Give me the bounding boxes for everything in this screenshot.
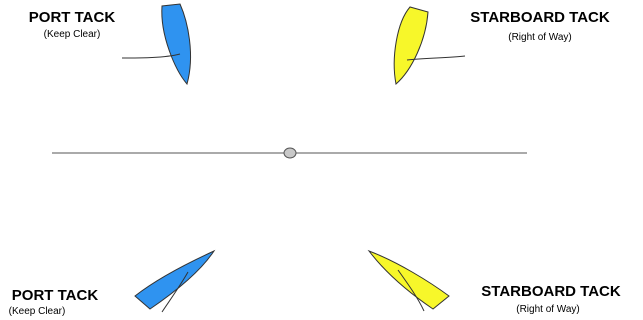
label-top-left-title: PORT TACK [29,9,116,26]
label-top-right-subtitle: (Right of Way) [508,32,572,43]
label-top-left-subtitle: (Keep Clear) [44,29,101,40]
boat-bottom-right [367,249,450,312]
boom [161,271,189,313]
boom [397,269,425,312]
boat-top-left [121,3,192,86]
sailboat-starboard-icon [393,6,429,85]
label-top-right-title: STARBOARD TACK [470,9,610,26]
mark-buoy-icon [283,147,297,159]
sailboat-port-icon [161,3,192,86]
boat-bottom-left [134,249,216,313]
sailboat-starboard-icon [367,249,450,310]
boom [121,53,181,59]
sailboat-port-icon [134,249,216,310]
boom [406,55,466,61]
label-bottom-left-subtitle: (Keep Clear) [9,306,66,317]
boat-top-right [393,6,466,85]
label-bottom-right-subtitle: (Right of Way) [516,304,580,315]
label-bottom-right-title: STARBOARD TACK [481,283,621,300]
label-bottom-left-title: PORT TACK [12,287,99,304]
